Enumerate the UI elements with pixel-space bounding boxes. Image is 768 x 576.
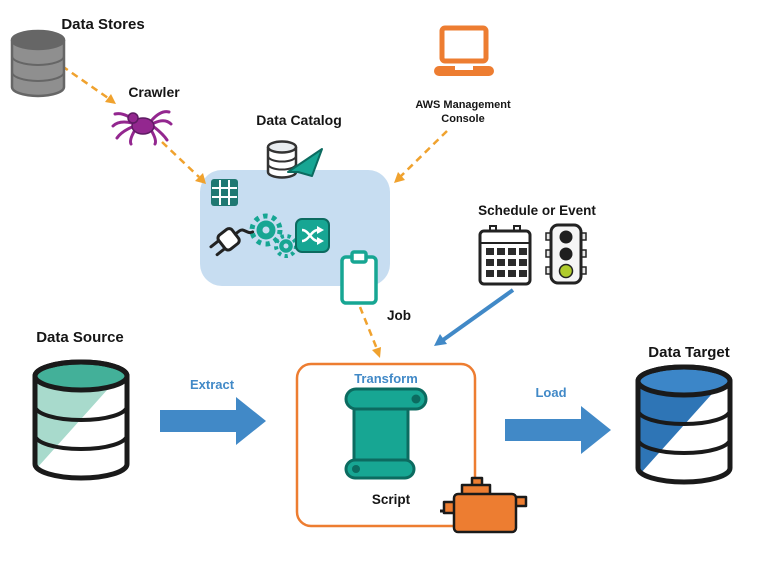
traffic-light-icon — [545, 223, 587, 285]
extract-label: Extract — [189, 377, 235, 392]
data-stores-label: Data Stores — [61, 16, 145, 33]
crawler-label: Crawler — [128, 84, 180, 100]
aws-console-label: AWS Management Console — [415, 98, 510, 127]
calendar-icon — [478, 225, 532, 286]
dashed-arrow-stores-to-crawler — [61, 64, 116, 104]
share-arrow-icon — [287, 148, 323, 177]
data-target-label: Data Target — [648, 344, 730, 361]
table-grid-icon — [211, 179, 238, 206]
dashed-arrow-crawler-to-catalog — [161, 141, 206, 184]
dashed-arrow-job-to-transform — [358, 306, 381, 358]
data-target-database-icon — [635, 364, 733, 485]
job-clipboard-icon — [340, 250, 378, 305]
data-source-label: Data Source — [36, 329, 124, 346]
data-catalog-label: Data Catalog — [256, 112, 342, 128]
job-label: Job — [386, 308, 412, 323]
load-block-arrow — [505, 406, 611, 454]
aws-console-label-line2: Console — [441, 113, 485, 126]
schedule-or-event-label: Schedule or Event — [478, 203, 596, 218]
script-label: Script — [371, 492, 411, 507]
aws-console-label-line1: AWS Management — [415, 99, 511, 111]
data-source-database-icon — [32, 359, 130, 481]
data-catalog-icon — [266, 140, 323, 179]
load-label: Load — [535, 385, 567, 400]
data-stores-database-icon — [10, 29, 66, 98]
laptop-icon — [434, 25, 494, 76]
shuffle-icon — [295, 218, 330, 253]
script-scroll-icon — [344, 387, 428, 480]
dashed-arrow-console-to-catalog — [394, 130, 448, 183]
crawler-spider-icon — [111, 110, 173, 146]
arrow-schedule-to-job — [434, 288, 515, 346]
plug-icon — [209, 227, 255, 257]
engine-icon — [440, 476, 528, 534]
transform-label: Transform — [354, 371, 418, 386]
extract-block-arrow — [160, 397, 266, 445]
